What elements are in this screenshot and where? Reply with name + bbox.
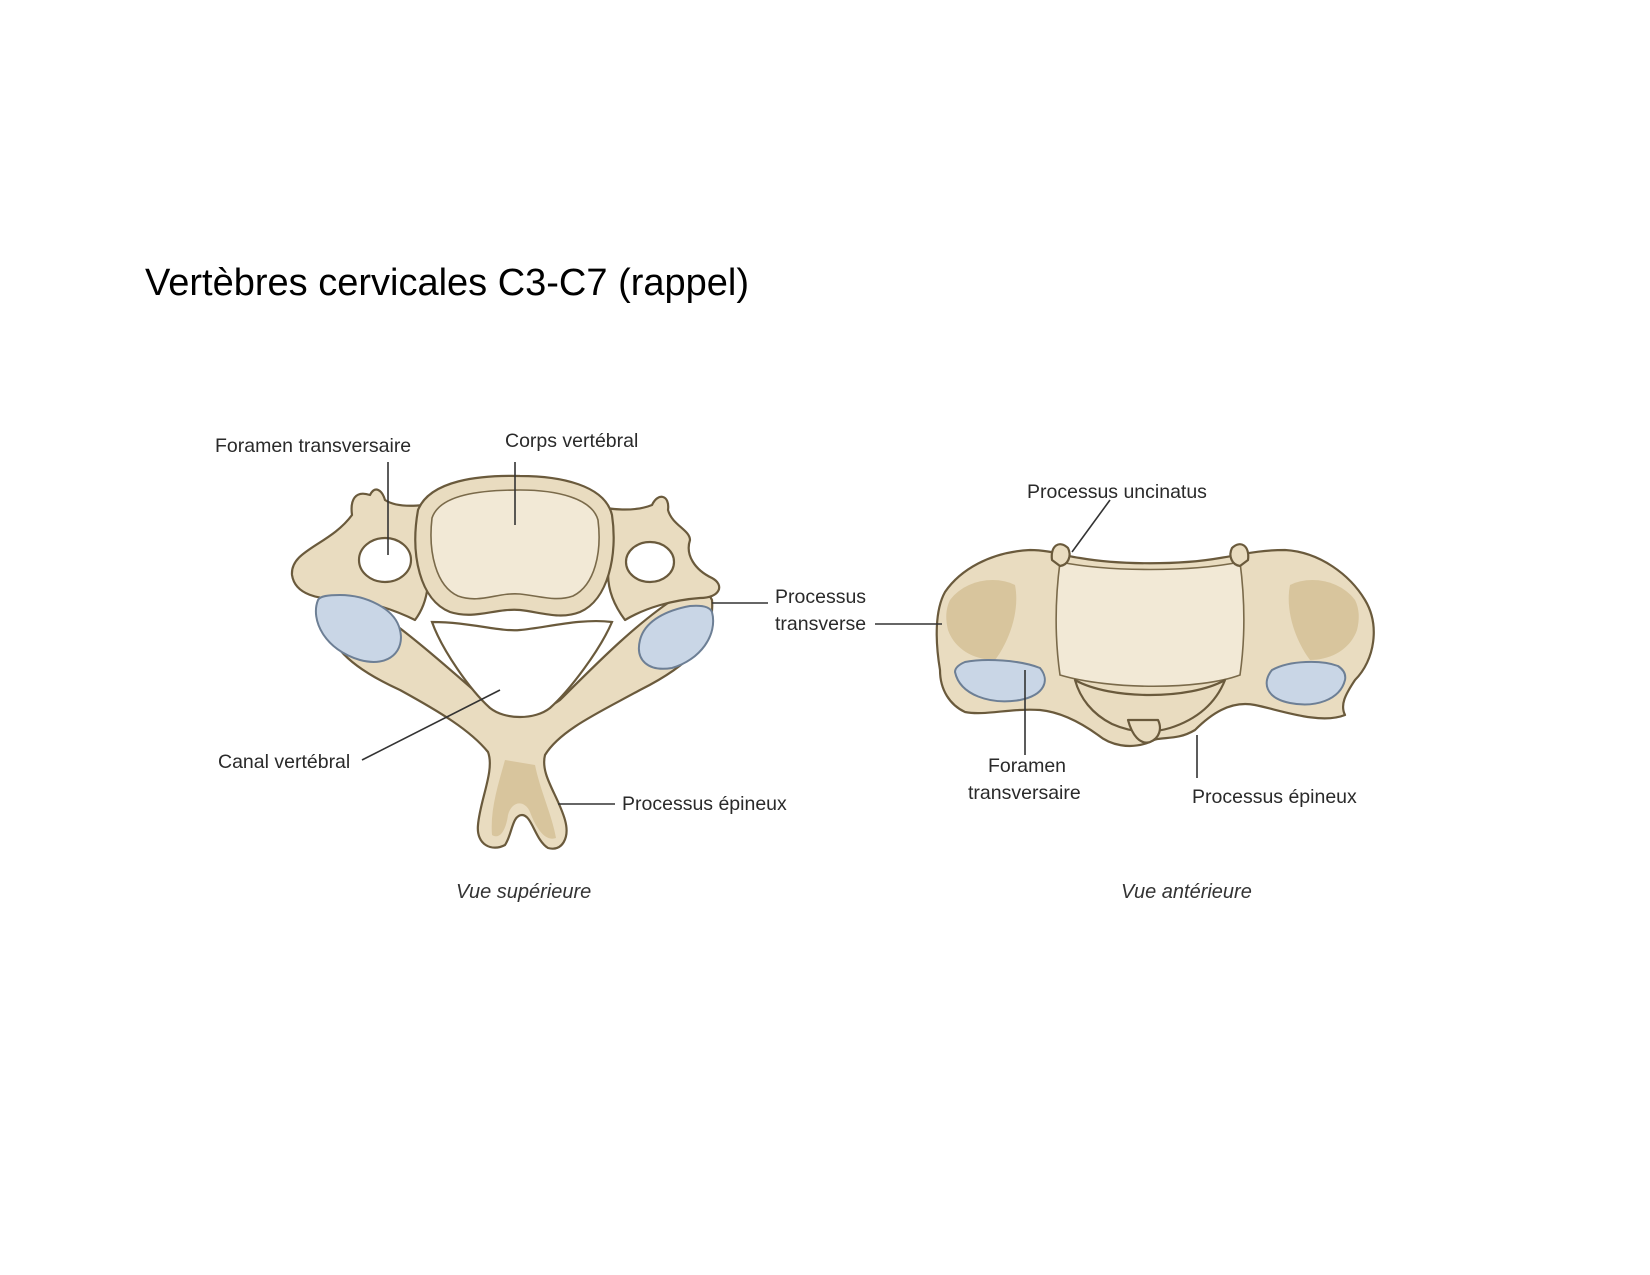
label-processus-epineux-sup: Processus épineux [622, 793, 787, 815]
leader-processus-uncinatus [1071, 499, 1111, 553]
label-canal-vertebral: Canal vertébral [218, 751, 350, 773]
label-processus-uncinatus: Processus uncinatus [1027, 481, 1207, 503]
page-title: Vertèbres cervicales C3-C7 (rappel) [145, 262, 750, 304]
caption-vue-superieure: Vue supérieure [456, 881, 591, 903]
label-processus-transverse-line2: transverse [775, 613, 866, 635]
anterior-view-illustration [935, 543, 1375, 748]
superior-view-illustration [290, 474, 721, 850]
label-foramen-transversaire-sup: Foramen transversaire [215, 435, 411, 457]
leader-canal-vertebral [361, 689, 501, 761]
label-processus-epineux-ant: Processus épineux [1192, 786, 1357, 808]
label-foramen-transversaire-ant-line2: transversaire [968, 782, 1081, 804]
label-foramen-transversaire-ant-line1: Foramen [988, 755, 1066, 777]
label-corps-vertebral: Corps vertébral [505, 430, 638, 452]
label-processus-transverse-line1: Processus [775, 586, 866, 608]
caption-vue-anterieure: Vue antérieure [1121, 881, 1252, 903]
